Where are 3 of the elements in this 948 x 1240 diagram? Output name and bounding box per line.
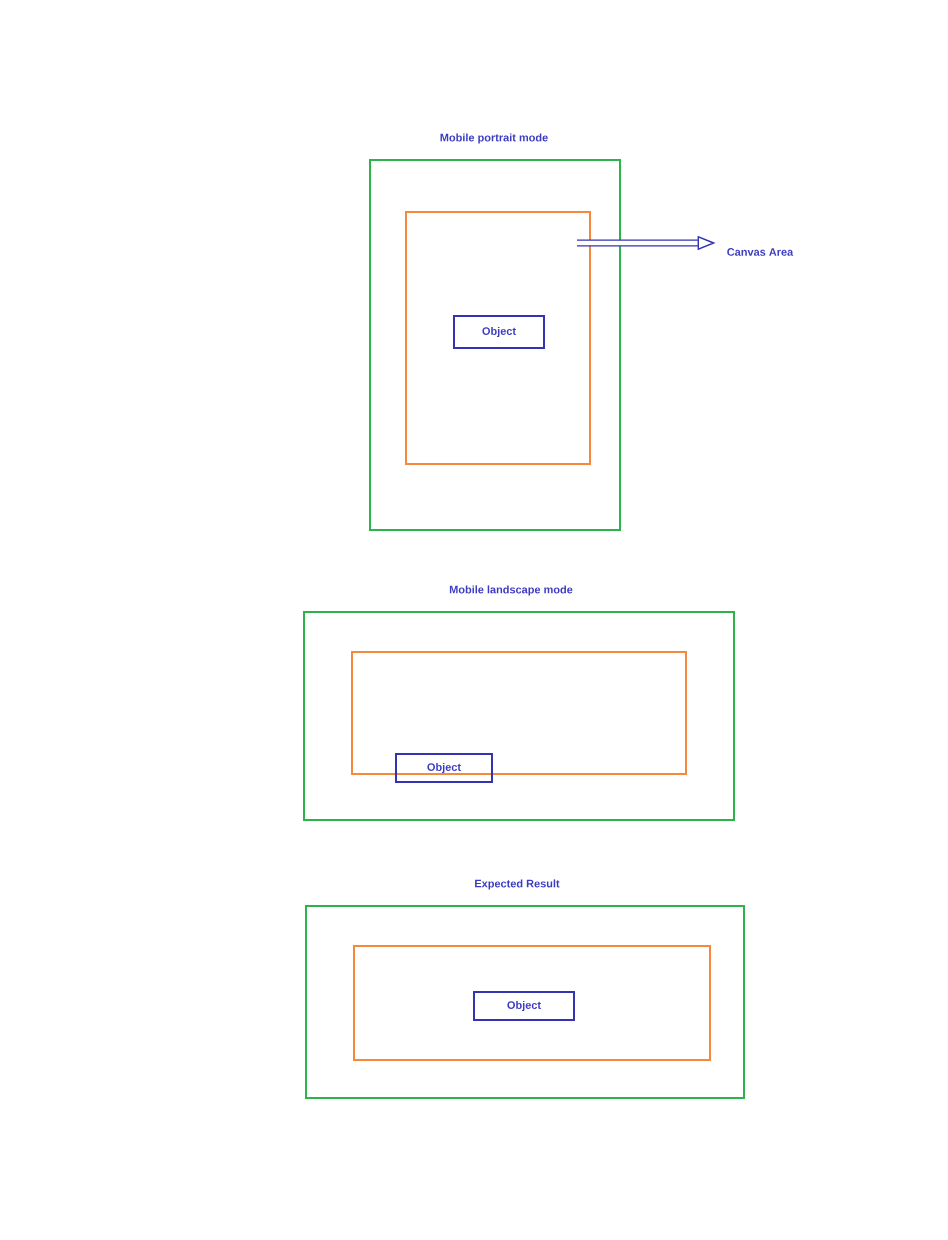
canvas-area-box [405, 211, 591, 465]
canvas-area-box [353, 945, 711, 1061]
canvas-area-box [351, 651, 687, 775]
